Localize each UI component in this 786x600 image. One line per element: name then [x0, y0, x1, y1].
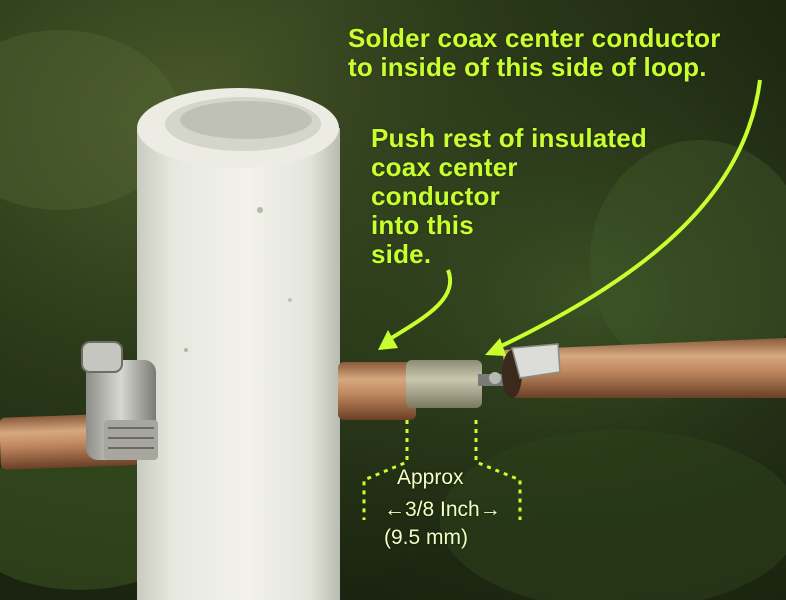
push-instruction: Push rest of insulated coax center condu… [371, 124, 647, 269]
solder-line-1: Solder coax center conductor [348, 23, 721, 53]
push-line-2: coax center [371, 152, 518, 182]
left-arrow-icon: ← [384, 498, 405, 521]
push-line-3: conductor [371, 181, 500, 211]
measurement-size: ←3/8 Inch→ [384, 498, 501, 522]
measurement-metric: (9.5 mm) [384, 526, 468, 549]
push-line-4: into this [371, 210, 474, 240]
measurement-approx: Approx [397, 466, 464, 489]
push-line-5: side. [371, 239, 432, 269]
measurement-inches: 3/8 Inch [405, 498, 480, 521]
right-arrow-icon: → [479, 498, 501, 521]
solder-instruction: Solder coax center conductor to inside o… [348, 24, 721, 82]
push-line-1: Push rest of insulated [371, 123, 648, 153]
solder-line-2: to inside of this side of loop. [348, 52, 707, 82]
